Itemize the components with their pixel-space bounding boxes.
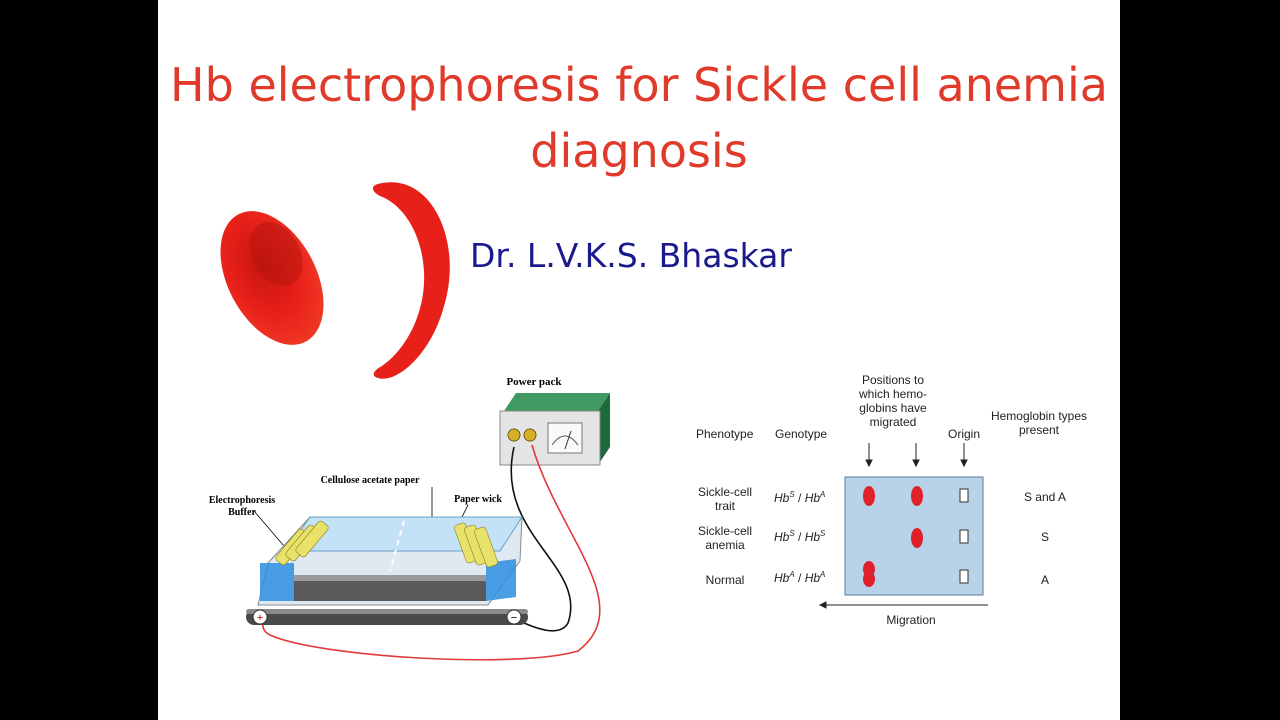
cathode-symbol: − — [511, 612, 517, 624]
origin-well — [959, 488, 969, 503]
gel-results-diagram: Phenotype Genotype Positions to which he… — [696, 373, 1087, 627]
paper-wick-label: Paper wick — [454, 494, 502, 505]
phenotype-header: Phenotype — [696, 427, 754, 441]
hb-types-header-2: present — [1019, 423, 1060, 437]
genotype-header: Genotype — [775, 427, 827, 441]
row3-phenotype: Normal — [706, 573, 745, 587]
slide-title: Hb electrophoresis for Sickle cell anemi… — [170, 58, 1108, 178]
band-hba — [911, 486, 923, 506]
red-blood-cells — [220, 182, 450, 379]
power-pack-label: Power pack — [506, 376, 562, 388]
buffer-label-line2: Buffer — [228, 507, 256, 518]
hb-types-header-1: Hemoglobin types — [991, 409, 1087, 423]
row1-genotype: HbS / HbA — [774, 490, 825, 505]
buffer-tank: + − — [246, 516, 528, 625]
normal-rbc-icon — [220, 211, 324, 345]
electrophoresis-apparatus: Power pack Cellulose acetate paper Paper… — [209, 376, 610, 661]
positions-header-4: migrated — [870, 415, 917, 429]
band-hbs — [911, 528, 923, 548]
power-pack — [499, 393, 610, 466]
anode-symbol: + — [257, 612, 263, 624]
row2-present: S — [1041, 530, 1049, 544]
row1-phenotype-2: trait — [715, 499, 736, 513]
positions-header-3: globins have — [859, 401, 927, 415]
band-hbs — [863, 571, 875, 587]
positions-header-1: Positions to — [862, 373, 924, 387]
author-name: Dr. L.V.K.S. Bhaskar — [470, 236, 792, 275]
migration-label: Migration — [886, 613, 935, 627]
sickle-cell-icon — [372, 182, 450, 379]
migration-arrow — [818, 601, 988, 609]
buffer-label-line1: Electrophoresis — [209, 495, 275, 506]
row3-present: A — [1041, 573, 1049, 587]
band-hbs — [863, 486, 875, 506]
row3-genotype: HbA / HbA — [774, 570, 825, 585]
cellulose-paper-label: Cellulose acetate paper — [321, 475, 420, 486]
origin-header: Origin — [948, 427, 980, 441]
origin-well — [959, 529, 969, 544]
origin-well — [959, 569, 969, 584]
row2-phenotype-1: Sickle-cell — [698, 524, 752, 538]
row1-present: S and A — [1024, 490, 1066, 504]
row2-phenotype-2: anemia — [705, 538, 745, 552]
positions-header-2: which hemo- — [858, 387, 927, 401]
row2-genotype: HbS / HbS — [774, 529, 826, 544]
row1-phenotype-1: Sickle-cell — [698, 485, 752, 499]
slide: Hb electrophoresis for Sickle cell anemi… — [158, 0, 1120, 720]
